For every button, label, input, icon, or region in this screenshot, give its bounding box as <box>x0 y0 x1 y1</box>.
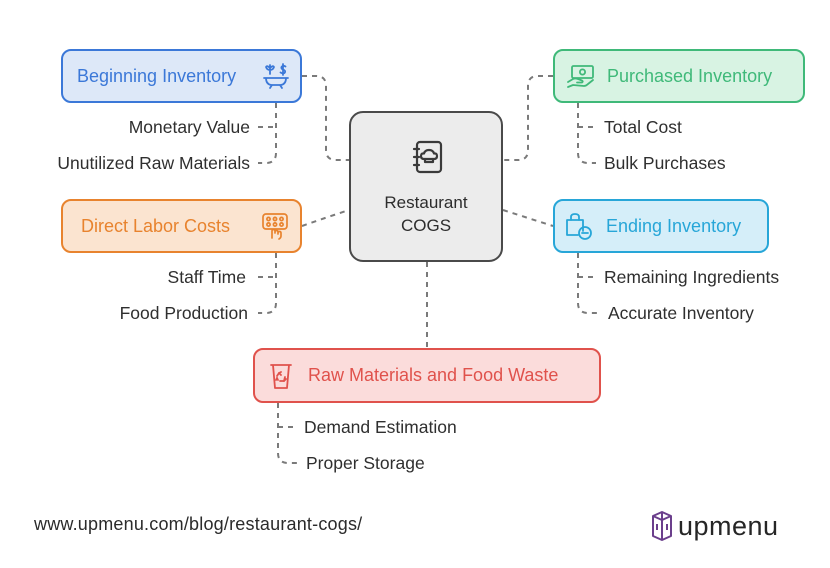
node-label: Direct Labor Costs <box>81 215 231 236</box>
connector-waste-items <box>277 403 298 464</box>
list-item: Total Cost <box>604 117 682 137</box>
brand-name: upmenu <box>678 510 779 541</box>
list-item: Remaining Ingredients <box>604 267 780 287</box>
connector-purchased-items <box>577 103 596 164</box>
book-chef-hat-icon <box>408 137 448 177</box>
center-title-line2: COGS <box>400 216 452 235</box>
node-label: Purchased Inventory <box>607 65 773 86</box>
recycle-bin-icon <box>266 361 296 391</box>
connector-beginning <box>302 75 349 161</box>
node-purchased-inventory: Purchased Inventory <box>553 49 805 103</box>
dollar-plants-icon <box>261 61 291 91</box>
cash-hand-icon <box>566 61 596 91</box>
list-item: Bulk Purchases <box>604 153 726 173</box>
list-item: Staff Time <box>167 267 246 287</box>
node-label: Raw Materials and Food Waste <box>308 365 559 385</box>
footer-url: www.upmenu.com/blog/restaurant-cogs/ <box>34 514 363 534</box>
node-raw-materials-food-waste: Raw Materials and Food Waste <box>253 348 601 403</box>
list-item: Proper Storage <box>306 453 425 473</box>
bag-minus-icon <box>564 211 594 241</box>
list-item: Accurate Inventory <box>608 303 754 323</box>
center-node: Restaurant COGS <box>349 111 503 262</box>
connector-beginning-items <box>258 103 277 164</box>
connector-labor-items <box>258 253 277 314</box>
center-title-line1: Restaurant <box>384 193 468 212</box>
hand-grid-icon <box>260 211 290 241</box>
brand-logo: upmenu <box>650 508 779 544</box>
connector-purchased <box>503 75 553 161</box>
list-item: Food Production <box>119 303 248 323</box>
upmenu-logo-icon <box>650 511 674 541</box>
node-ending-inventory: Ending Inventory <box>553 199 769 253</box>
list-item: Demand Estimation <box>304 417 457 437</box>
list-item: Unutilized Raw Materials <box>57 153 250 173</box>
connector-ending-items <box>577 253 598 314</box>
connector-labor <box>301 209 350 227</box>
node-label: Beginning Inventory <box>77 65 237 86</box>
node-direct-labor-costs: Direct Labor Costs <box>61 199 302 253</box>
connector-ending <box>502 209 554 227</box>
node-beginning-inventory: Beginning Inventory <box>61 49 302 103</box>
node-label: Ending Inventory <box>606 215 742 236</box>
list-item: Monetary Value <box>128 117 250 137</box>
